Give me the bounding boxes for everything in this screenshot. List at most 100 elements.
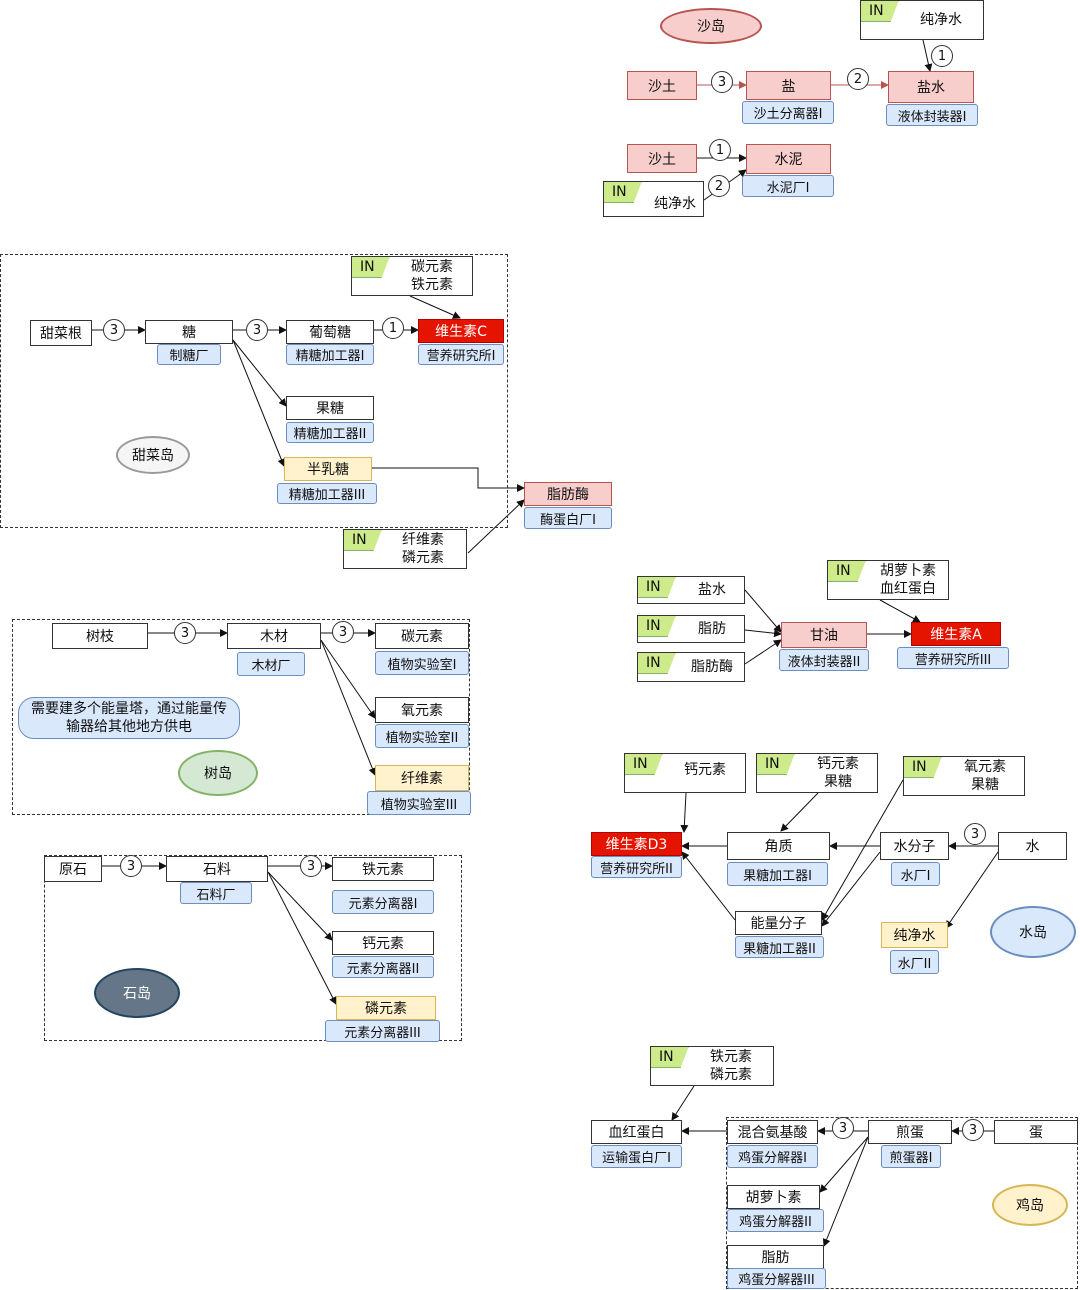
- item-node: 果糖: [286, 396, 374, 420]
- machine-label: 植物实验室II: [375, 724, 469, 748]
- in-tag: IN: [625, 754, 663, 775]
- count-badge: 2: [708, 175, 730, 197]
- input-item: 氧元素: [964, 759, 1006, 775]
- machine-label: 沙土分离器I: [742, 101, 834, 124]
- count-badge: 3: [103, 319, 125, 341]
- item-node: 盐: [746, 71, 831, 100]
- count-badge: 3: [246, 319, 268, 341]
- machine-label: 植物实验室III: [367, 791, 471, 815]
- input-node: IN 氧元素 果糖: [903, 756, 1025, 796]
- in-tag: IN: [861, 1, 899, 22]
- input-node: IN 钙元素 果糖: [756, 753, 878, 793]
- item-node: 钙元素: [332, 931, 434, 955]
- input-node: IN 脂肪酶: [637, 652, 745, 682]
- input-item: 脂肪酶: [691, 659, 733, 675]
- input-item: 磷元素: [710, 1067, 752, 1083]
- input-node: IN 碳元素 铁元素: [351, 256, 473, 296]
- count-badge: 3: [711, 71, 733, 93]
- in-tag: IN: [651, 1047, 689, 1068]
- input-item: 血红蛋白: [880, 581, 936, 597]
- machine-label: 果糖加工器I: [727, 862, 828, 886]
- in-tag: IN: [638, 577, 676, 598]
- machine-label: 果糖加工器II: [735, 936, 824, 958]
- machine-label: 元素分离器II: [332, 956, 434, 978]
- in-tag: IN: [757, 754, 795, 775]
- input-item: 果糖: [971, 777, 999, 793]
- machine-label: 精糖加工器I: [286, 344, 374, 365]
- in-tag: IN: [828, 561, 866, 582]
- machine-label: 水厂I: [891, 862, 940, 886]
- count-badge: 3: [832, 1117, 854, 1139]
- input-item: 碳元素: [411, 259, 453, 275]
- count-badge: 2: [847, 68, 869, 90]
- item-node: 甜菜根: [30, 320, 92, 346]
- tree-island-region: [12, 619, 470, 815]
- input-item: 铁元素: [411, 277, 453, 293]
- count-badge: 3: [964, 823, 986, 845]
- item-node: 沙土: [627, 71, 697, 100]
- input-item: 铁元素: [710, 1049, 752, 1065]
- in-tag: IN: [638, 616, 676, 637]
- item-node: 纯净水: [881, 922, 948, 948]
- machine-label: 酶蛋白厂I: [524, 507, 612, 529]
- count-badge: 3: [962, 1119, 984, 1141]
- item-node: 蛋: [994, 1120, 1078, 1144]
- machine-label: 水泥厂I: [742, 175, 834, 197]
- machine-label: 营养研究所II: [591, 856, 682, 878]
- power-note: 需要建多个能量塔，通过能量传 输器给其他地方供电: [18, 697, 240, 739]
- count-badge: 1: [931, 45, 953, 67]
- input-item: 磷元素: [402, 550, 444, 566]
- item-node: 胡萝卜素: [727, 1185, 820, 1209]
- input-node: IN 盐水: [637, 576, 745, 604]
- island-label-stone: 石岛: [94, 968, 180, 1018]
- item-node: 木材: [227, 623, 321, 649]
- machine-label: 制糖厂: [157, 344, 221, 365]
- machine-label: 元素分离器I: [332, 890, 434, 914]
- input-item: 纯净水: [654, 196, 696, 212]
- input-item: 纯净水: [920, 12, 962, 28]
- beet-island-region: [0, 254, 508, 528]
- item-node: 混合氨基酸: [727, 1120, 818, 1144]
- machine-label: 元素分离器III: [325, 1020, 440, 1042]
- item-node: 沙土: [627, 144, 697, 173]
- machine-label: 鸡蛋分解器II: [727, 1209, 824, 1232]
- input-item: 脂肪: [698, 621, 726, 637]
- item-node: 纤维素: [375, 765, 469, 791]
- island-label-chicken: 鸡岛: [992, 1184, 1068, 1226]
- in-tag: IN: [344, 530, 382, 551]
- in-tag: IN: [352, 257, 390, 278]
- machine-label: 鸡蛋分解器I: [727, 1145, 818, 1168]
- input-node: IN 胡萝卜素 血红蛋白: [827, 560, 949, 600]
- item-node: 葡萄糖: [286, 320, 374, 344]
- island-label-tree: 树岛: [178, 750, 258, 796]
- machine-label: 液体封装器II: [779, 649, 869, 671]
- item-node: 脂肪: [727, 1245, 824, 1269]
- machine-label: 运输蛋白厂I: [591, 1145, 682, 1168]
- chicken-island-region: [726, 1117, 1078, 1289]
- item-node: 铁元素: [332, 857, 434, 881]
- input-item: 胡萝卜素: [880, 563, 936, 579]
- item-node: 脂肪酶: [524, 482, 612, 506]
- item-node: 原石: [44, 856, 102, 882]
- machine-label: 煎蛋器I: [881, 1145, 941, 1168]
- machine-label: 水厂II: [890, 950, 939, 974]
- machine-label: 营养研究所III: [897, 647, 1009, 669]
- input-item: 果糖: [824, 774, 852, 790]
- in-tag: IN: [904, 757, 942, 778]
- input-item: 纤维素: [402, 532, 444, 548]
- item-node: 甘油: [781, 622, 867, 648]
- item-node: 能量分子: [735, 911, 822, 935]
- item-node: 维生素D3: [591, 832, 682, 856]
- in-tag: IN: [638, 653, 676, 674]
- note-line: 输器给其他地方供电: [66, 719, 192, 735]
- island-label-sand: 沙岛: [660, 8, 762, 44]
- input-item: 钙元素: [684, 762, 726, 778]
- item-node: 水: [998, 832, 1067, 860]
- machine-label: 精糖加工器III: [277, 483, 377, 504]
- count-badge: 1: [382, 317, 404, 339]
- item-node: 煎蛋: [868, 1120, 952, 1144]
- count-badge: 1: [709, 139, 731, 161]
- input-node: IN 纯净水: [603, 181, 704, 217]
- item-node: 血红蛋白: [591, 1120, 682, 1144]
- note-line: 需要建多个能量塔，通过能量传: [31, 701, 227, 717]
